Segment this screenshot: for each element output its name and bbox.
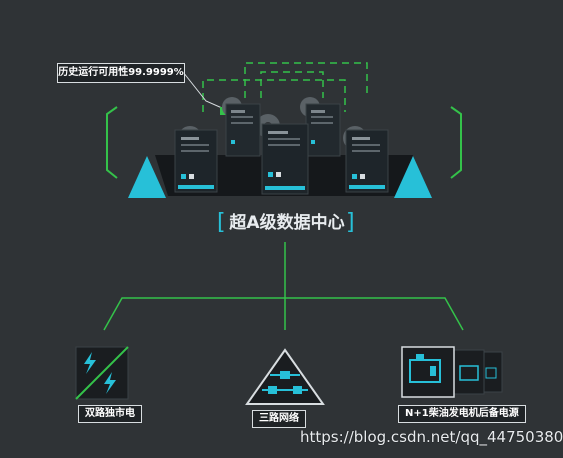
dashed-connectors [202,62,368,112]
leader-line [182,71,223,109]
branch-caption-generator: N+1柴油发电机后备电源 [398,405,526,423]
branch-caption-power: 双路独市电 [78,405,142,423]
watermark: https://blog.csdn.net/qq_44750380 [300,428,563,446]
title-bracket-right: ] [346,210,355,235]
availability-label: 历史运行可用性99.9999% [57,63,185,83]
server-back-left [225,103,261,157]
server-back-right [305,103,341,157]
cyan-triangle-right [394,156,432,198]
generator-icon [401,346,503,398]
lightning-bolt-icon [75,346,129,400]
center-title: 超A级数据中心 [229,213,345,233]
frame-right-bracket [450,106,462,179]
network-triangle-icon [245,348,325,405]
branch-caption-network: 三路网络 [252,410,306,428]
tree-connectors [103,242,464,331]
frame-left-bracket [106,106,118,179]
cyan-triangle-left [128,156,166,198]
server-front-left [174,129,218,193]
server-front-center [261,123,309,195]
outer-frame [106,106,462,179]
title-bracket-left: [ [217,210,226,235]
server-front-right [345,129,389,193]
